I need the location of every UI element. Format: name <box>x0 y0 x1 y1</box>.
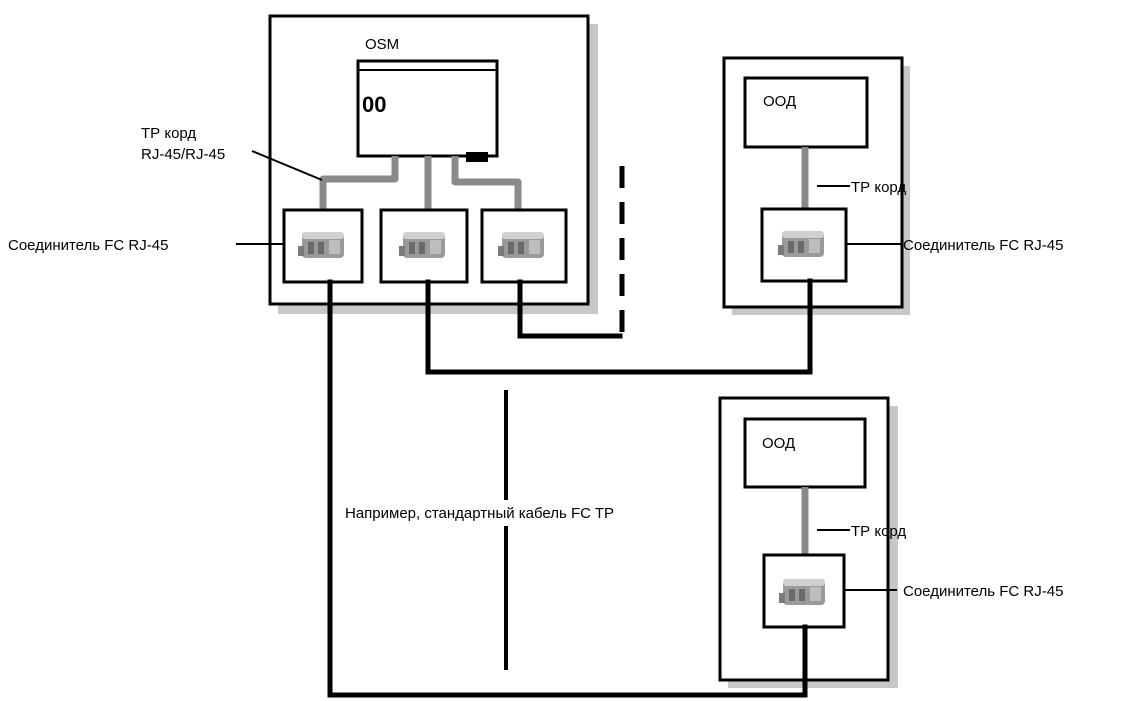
osm-connector-1 <box>282 208 364 284</box>
device-1-dte-box <box>743 76 869 149</box>
fc-cable-to-device-2 <box>327 279 808 698</box>
device-1-cord-label: ТР корд <box>851 179 906 196</box>
tp-cord-osm-label-2: RJ-45/RJ-45 <box>141 146 225 163</box>
connector-icon <box>778 231 824 257</box>
tp-cord-osm-pointer <box>251 150 323 181</box>
connector-icon <box>298 232 344 258</box>
connector-icon <box>399 232 445 258</box>
device-1-name: ООД <box>763 93 796 110</box>
device-2-cord-label: ТР корд <box>851 523 906 540</box>
device-2-name: ООД <box>762 435 795 452</box>
osm-title: OSM <box>365 36 399 53</box>
tp-cord-osm-label-1: ТР корд <box>141 125 196 142</box>
osm-connector-2 <box>379 208 469 284</box>
device-1-connector-label: Соединитель FC RJ-45 <box>903 237 1063 254</box>
connector-icon <box>498 232 544 258</box>
osm-connector-3 <box>480 208 568 284</box>
osm-port-glyph: 00 <box>362 92 386 117</box>
device-2-connector-label: Соединитель FC RJ-45 <box>903 583 1063 600</box>
example-label-background <box>340 500 705 526</box>
osm-port-block <box>466 152 488 162</box>
osm-switch: OSM 00 <box>356 36 499 162</box>
device-2-dte-box <box>743 417 867 489</box>
example-cable-label: Например, стандартный кабель FC TP <box>345 505 614 522</box>
connector-icon <box>779 579 825 605</box>
fc-cable-to-device-1 <box>425 278 813 375</box>
osm-tp-cords <box>319 156 522 214</box>
connector-left-label: Соединитель FC RJ-45 <box>8 237 168 254</box>
fc-cable-to-next <box>517 279 623 339</box>
